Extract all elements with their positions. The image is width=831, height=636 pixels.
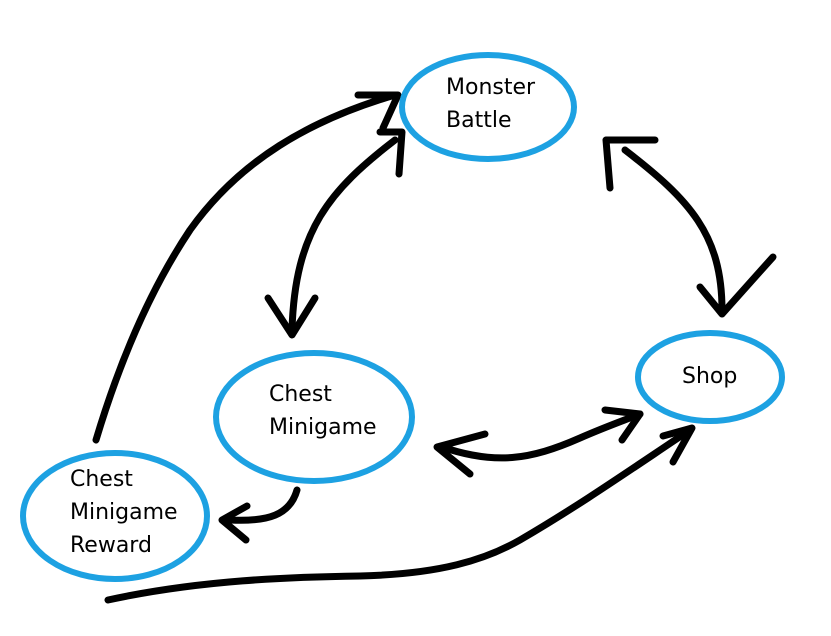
node-shop: Shop	[635, 330, 785, 424]
edge-reward-shop	[104, 424, 696, 604]
node-monster-battle: Monster Battle	[399, 52, 577, 162]
node-label-line: Reward	[70, 533, 152, 558]
edge-monster-battle-shop	[602, 136, 777, 318]
node-label-line: Minigame	[269, 415, 377, 440]
node-chest-minigame-reward: Chest Minigame Reward	[20, 450, 210, 582]
edge-reward-monster-battle	[92, 91, 402, 444]
node-label-line: Battle	[446, 108, 511, 133]
edge-chest-minigame-shop	[433, 406, 644, 478]
node-label-line: Monster	[446, 75, 536, 100]
edge-chest-minigame-reward	[218, 486, 301, 544]
edge-monster-battle-chest-minigame	[264, 128, 406, 339]
node-chest-minigame: Chest Minigame	[213, 350, 415, 484]
node-label-line: Chest	[269, 382, 332, 407]
node-label-line: Shop	[682, 364, 737, 389]
node-label-line: Minigame	[70, 500, 178, 525]
node-label-line: Chest	[70, 467, 133, 492]
